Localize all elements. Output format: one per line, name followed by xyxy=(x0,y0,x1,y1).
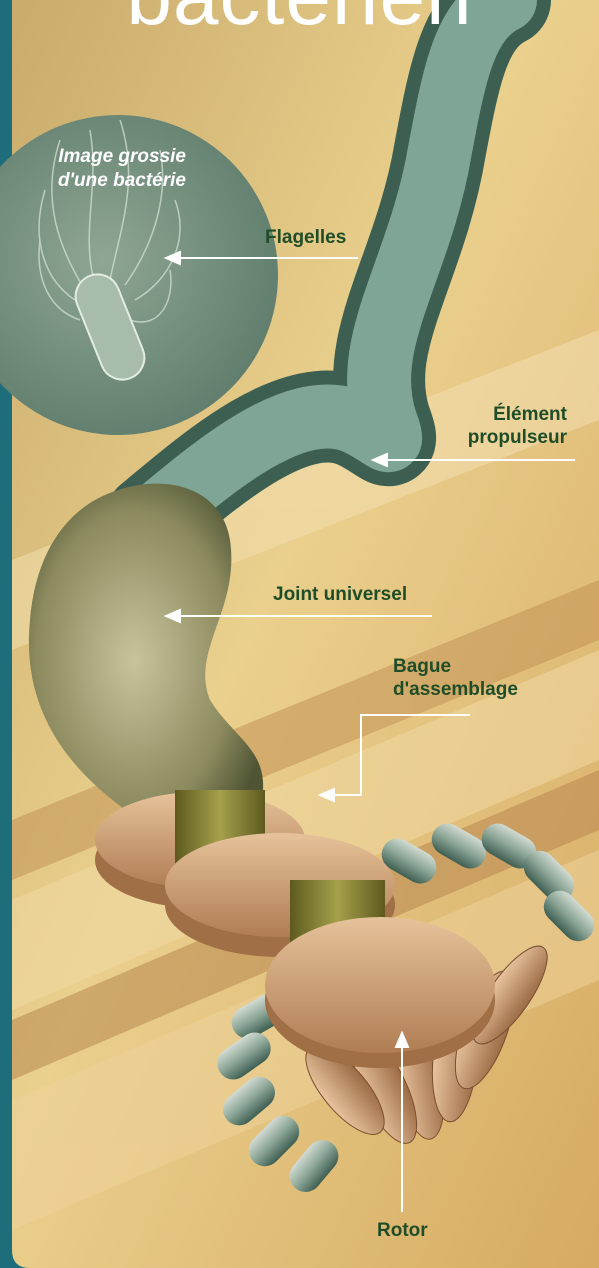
label-rotor: Rotor xyxy=(377,1219,428,1242)
label-flagelles: Flagelles xyxy=(265,226,346,249)
diagram-title: bactérien xyxy=(0,0,599,38)
label-joint-universel: Joint universel xyxy=(273,583,407,606)
label-bague-assemblage: Bague d'assemblage xyxy=(393,655,518,701)
label-element-propulseur: Élément propulseur xyxy=(452,403,567,449)
inset-caption-line1: Image grossie xyxy=(16,145,186,169)
label-bague-line2: d'assemblage xyxy=(393,678,518,701)
label-bague-line1: Bague xyxy=(393,655,518,678)
label-propulseur-line1: Élément xyxy=(452,403,567,426)
label-propulseur-line2: propulseur xyxy=(452,426,567,449)
inset-caption-line2: d'une bactérie xyxy=(16,169,186,193)
inset-caption: Image grossie d'une bactérie xyxy=(16,145,186,193)
